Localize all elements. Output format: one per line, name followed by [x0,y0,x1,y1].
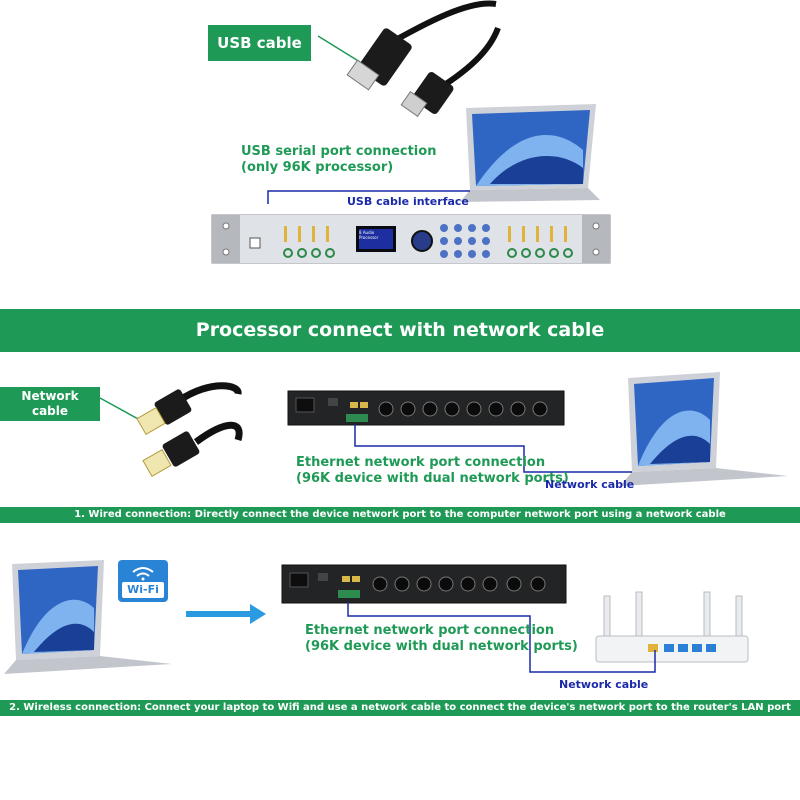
laptop-usb [460,104,600,202]
wired-network-line [354,424,632,473]
wireless-caption: 2. Wireless connection: Connect your lap… [0,700,800,716]
usb-serial-label: USB serial port connection (only 96K pro… [241,144,437,175]
usb-cable-image [346,0,501,117]
page-title: Processor connect with network cable [0,309,800,352]
network-tag-pointer-line [99,397,141,421]
usb-cable-tag: USB cable [208,25,311,61]
wired-ethernet-label: Ethernet network port connection (96K de… [296,455,569,486]
network-cable-image [136,382,243,477]
usb-tag-pointer-line [317,35,361,63]
processor-black-rear-wired [287,390,565,426]
device-screen-text: 8 Audio Processor [359,230,379,240]
network-cable-tag: Network cable [0,387,100,421]
laptop-wireless [4,560,172,674]
laptop-wired [620,372,788,486]
router-image [595,591,749,663]
wifi-icon [118,560,168,602]
wireless-network-cable-label: Network cable [559,678,649,691]
wired-caption: 1. Wired connection: Directly connect th… [0,507,800,523]
arrow-right-icon [186,604,266,624]
wireless-ethernet-label: Ethernet network port connection (96K de… [305,623,578,654]
usb-interface-label: USB cable interface [347,195,469,208]
wireless-network-line [347,602,656,673]
wifi-label: Wi-Fi [127,583,159,596]
processor-black-rear-wireless [281,564,567,604]
processor-silver-front [211,214,611,264]
wired-network-cable-label: Network cable [545,478,635,491]
usb-interface-line [267,190,470,204]
